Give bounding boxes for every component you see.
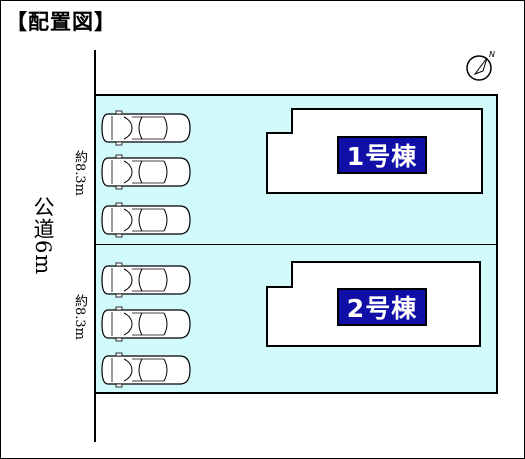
compass-icon: N (466, 50, 495, 81)
car-2 (101, 154, 191, 190)
lot-1-dimension: 約8.3m (72, 150, 87, 197)
building-1-label: 1号棟 (337, 136, 427, 174)
car-3 (101, 202, 191, 238)
car-6 (101, 352, 191, 388)
lot-2-dimension: 約8.3m (72, 294, 87, 341)
lot-divider (94, 244, 498, 245)
car-4 (101, 262, 191, 298)
car-1 (101, 110, 191, 146)
building-2-label: 2号棟 (337, 288, 427, 326)
page-title: 【配置図】 (6, 10, 116, 34)
road-label: 公道6m (31, 196, 55, 276)
compass-north-label: N (489, 50, 495, 59)
car-5 (101, 306, 191, 342)
